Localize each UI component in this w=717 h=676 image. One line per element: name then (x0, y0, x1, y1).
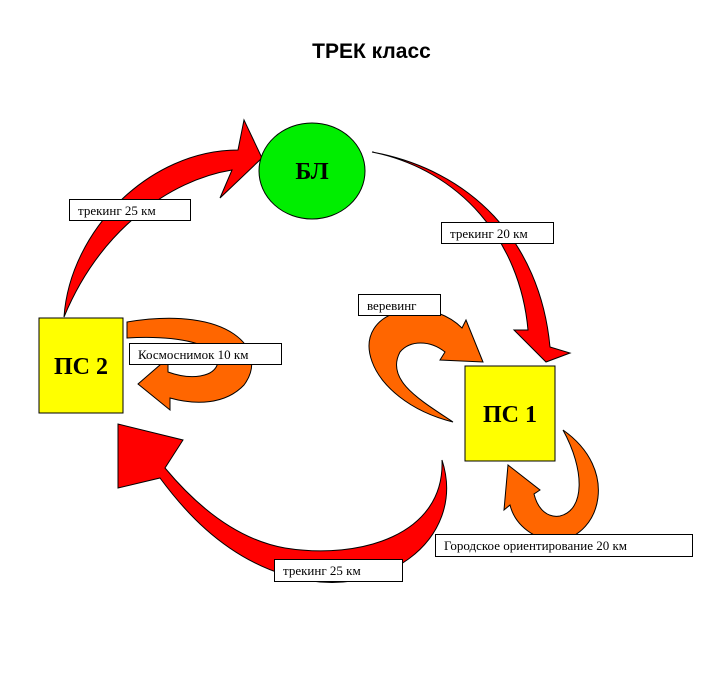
arrow-bl-to-ps1 (371, 151, 572, 363)
label-bl-to-ps1: трекинг 20 км (441, 222, 554, 244)
arrow-ps1-loop-city (503, 429, 599, 541)
ps1-node-label: ПС 1 (483, 402, 537, 428)
ps2-node (38, 317, 124, 414)
label-ps1-loop-rope: веревинг (358, 294, 441, 316)
label-ps1-loop-city: Городское ориентирование 20 км (435, 534, 693, 557)
diagram-title: ТРЕК класс (312, 40, 431, 63)
arrow-ps2-to-bl (63, 118, 263, 318)
bl-node (258, 122, 366, 220)
bl-node-label: БЛ (295, 159, 328, 185)
arrow-ps1-loop-rope (368, 308, 484, 423)
label-ps2-to-bl: трекинг 25 км (69, 199, 191, 221)
ps2-node-label: ПС 2 (54, 354, 108, 380)
ps1-node (464, 365, 556, 462)
label-ps1-to-ps2: трекинг 25 км (274, 559, 403, 582)
label-ps2-loop-map: Космоснимок 10 км (129, 343, 282, 365)
